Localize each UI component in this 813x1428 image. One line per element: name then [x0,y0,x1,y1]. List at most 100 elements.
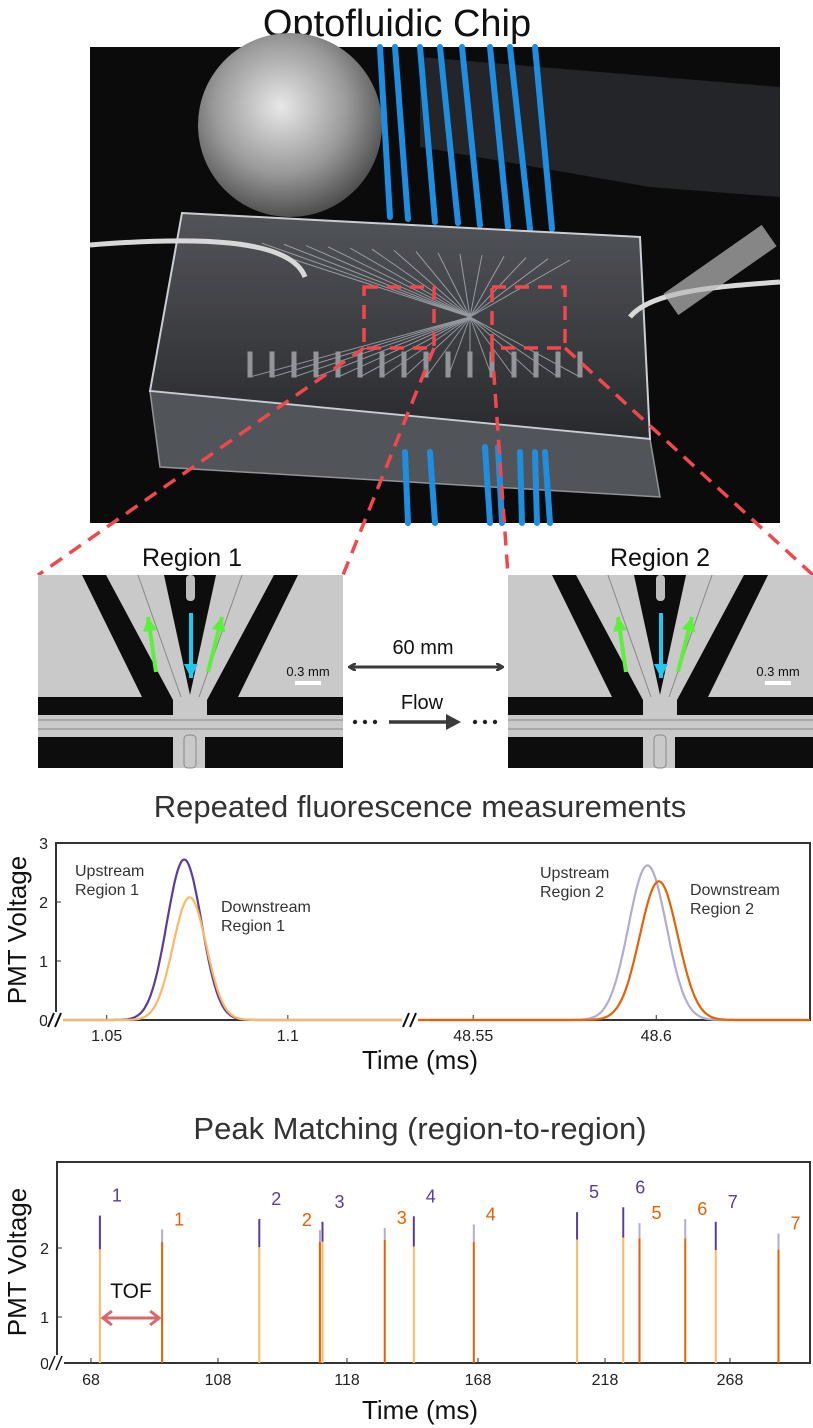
x-tick-label: 1.05 [91,1028,122,1045]
chip-channel [305,245,471,318]
series-line [56,896,411,1022]
axis-break-mark [402,1012,410,1028]
chip-port [247,351,253,378]
chip-channel [283,243,471,318]
chip-port [533,351,539,378]
chip-channel [393,250,471,318]
quarter-coin [198,33,382,217]
downstream-peak-label: 5 [652,1203,662,1223]
scale-bar [295,681,321,685]
upstream-peak-label: 2 [271,1189,281,1209]
upstream-peak-label: 3 [334,1192,344,1212]
chip-port [313,351,319,378]
blue-tube [517,449,525,526]
inlet-channel [656,575,665,601]
electrode-right [677,575,813,715]
zoom-indicators [36,285,813,577]
zoom-line [341,347,436,576]
chip-channel [403,316,471,378]
chip-channel [437,252,471,318]
chip-channel [293,316,471,378]
y-tick-label: 2 [40,1241,49,1258]
chip-channel [469,316,493,378]
chart-1-frame [55,842,811,1021]
cyan-arrow-head [184,664,198,678]
chip-channel [249,316,471,378]
electrode-bottom-left [38,737,173,768]
green-arrow-left-head [143,617,157,632]
chart-1-title: Repeated fluorescence measurements [154,789,686,824]
waveguide [137,574,182,698]
chart-1-xlabel: Time (ms) [362,1045,478,1075]
chip-channel [239,241,471,318]
axis-break-mark [55,1355,63,1371]
blue-tube [542,449,553,526]
scale-bar [765,681,791,685]
scale-bar-label: 0.3 mm [756,664,799,679]
downstream-peak-label: 7 [791,1214,801,1234]
zoom-line [563,346,813,577]
waveguide [198,574,243,698]
series-label-line: Upstream [540,865,609,882]
zoom-line [36,346,366,577]
x-tick-label: 268 [717,1372,744,1389]
chip-port [379,351,385,378]
green-arrow-right-head [211,617,226,633]
blue-tube [437,44,461,226]
series-label-line: Region 2 [690,901,754,918]
chip-port [269,351,275,378]
tof-arrow-head [100,1309,113,1327]
x-tick-label: 68 [82,1372,100,1389]
region-1-zoom-box [362,285,436,350]
chart-2-ylabel: PMT Voltage [2,1188,32,1336]
x-tick-label: 48.6 [641,1028,672,1045]
series-label-line: Upstream [75,863,144,880]
chip-channel [469,258,549,318]
peak-matching-chart: Peak Matching (region-to-region) PMT Vol… [2,1111,811,1425]
y-tick-label: 0 [39,1013,48,1030]
y-tick-label: 0 [40,1356,49,1373]
blue-tube [532,44,555,232]
electrode-bottom-right [675,737,813,768]
downstream-peak-label: 2 [302,1210,312,1230]
flow-arrow [352,714,498,730]
region-2-zoom-box [490,285,567,350]
chip-photo [89,33,781,526]
vertical-channel [653,734,667,769]
chip-port [291,351,297,378]
green-arrow-left-head [613,617,627,632]
upstream-peak-label: 4 [426,1186,436,1206]
blue-tube [532,449,540,526]
blue-tube [377,44,393,220]
chart-2-frame [56,1161,811,1364]
zoom-line [490,347,510,576]
x-tick-label: 1.1 [277,1028,299,1045]
x-tick-label: 168 [465,1372,492,1389]
scale-bar-label: 0.3 mm [286,664,329,679]
chip-channel [371,248,471,318]
chip-port [401,351,407,378]
axis-break-mark [409,1012,417,1028]
y-tick-label: 3 [39,836,48,853]
x-tick-label: 48.55 [453,1028,493,1045]
chip-port [467,351,473,378]
series-label-line: Downstream [221,899,311,916]
green-arrow-right-head [681,617,696,633]
x-tick-label: 218 [592,1372,619,1389]
region-2-micrograph: 0.3 mm [508,574,813,769]
blue-tube [507,44,533,232]
series-label-line: Downstream [690,882,780,899]
chip-channel [459,253,471,318]
region-1-label: Region 1 [142,544,242,572]
electrode-bottom-left [508,737,643,768]
waveguide [607,574,652,698]
blue-tube [427,449,438,526]
chip-channel [425,316,471,378]
series-label-line: Region 1 [75,882,139,899]
electrode-bottom-right [205,737,343,768]
axis-break-mark [48,1355,56,1371]
waveguide [668,574,713,698]
